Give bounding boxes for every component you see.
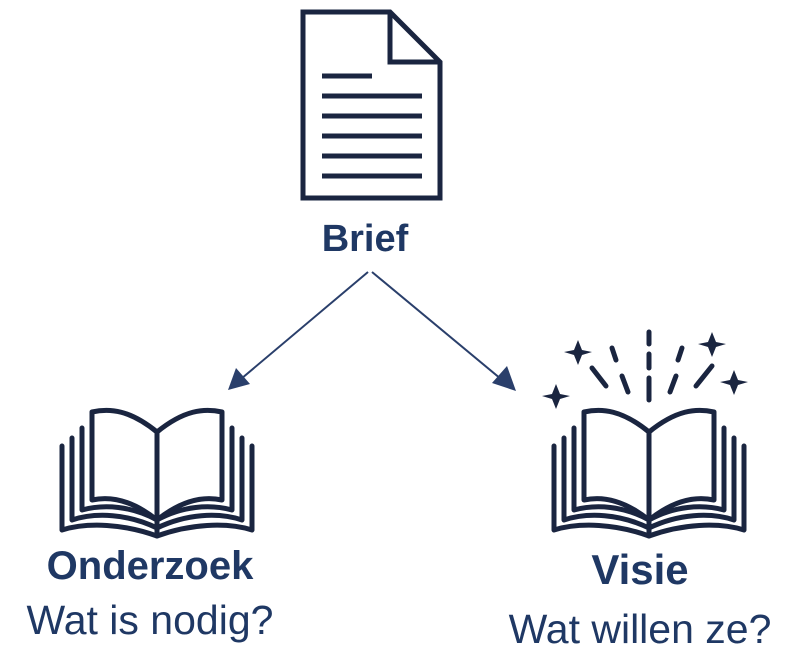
document-icon <box>300 9 443 201</box>
visie-subtitle: Wat willen ze? <box>508 606 772 652</box>
brief-label: Brief <box>321 218 409 260</box>
magic-book-icon <box>551 329 747 539</box>
open-book-icon <box>59 407 255 539</box>
sparkle-icons <box>542 332 748 409</box>
visie-title: Visie <box>591 546 689 593</box>
arrow-to-visie <box>371 271 516 391</box>
onderzoek-title: Onderzoek <box>46 544 254 588</box>
arrow-to-onderzoek <box>228 271 369 390</box>
onderzoek-subtitle: Wat is nodig? <box>26 597 274 643</box>
